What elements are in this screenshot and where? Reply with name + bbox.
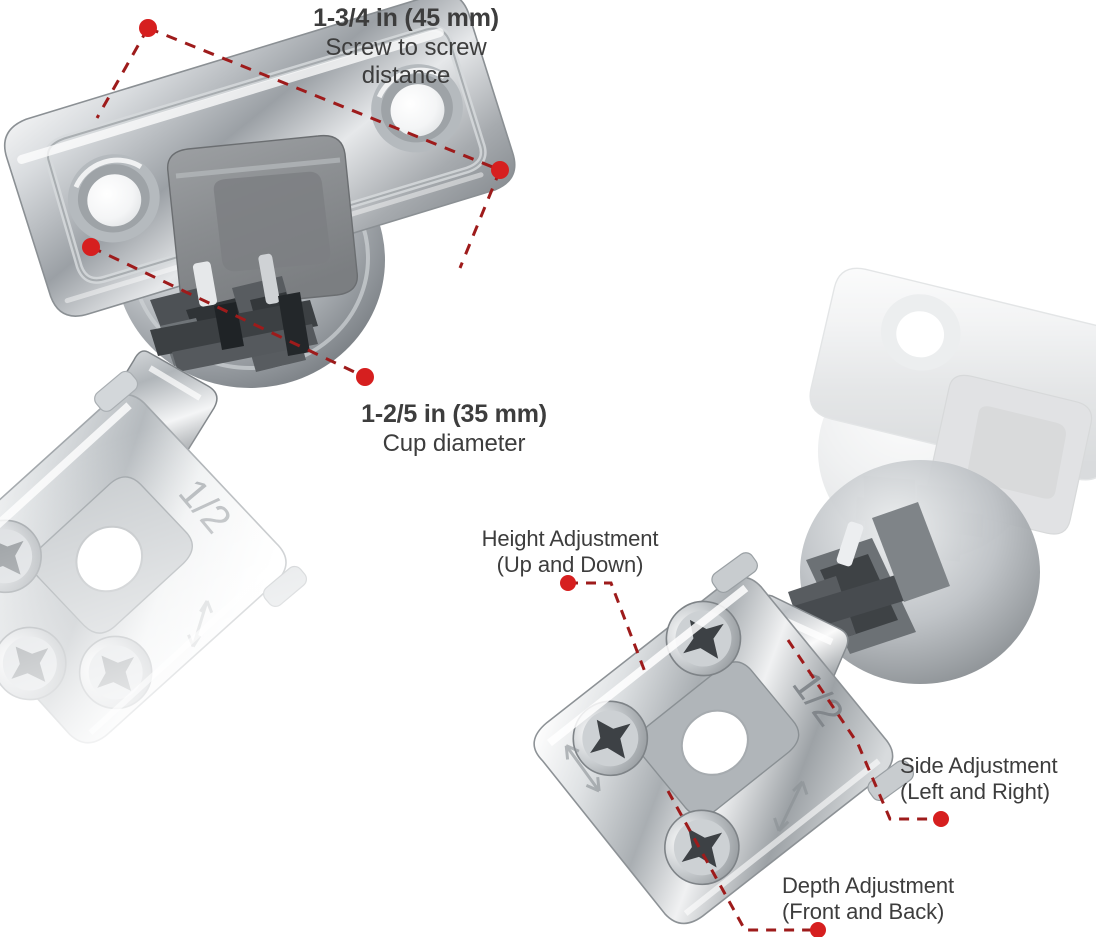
label-depth-adjustment: Depth Adjustment (Front and Back) xyxy=(782,873,972,925)
label-side-adjustment-line1: Side Adjustment xyxy=(900,753,1058,778)
screw-side-adjust xyxy=(665,600,742,677)
label-side-adjustment-line2: (Left and Right) xyxy=(900,778,1051,804)
label-cup-diameter-line2: Cup diameter xyxy=(382,429,526,457)
label-screw-to-screw-line2: Screw to screw xyxy=(325,33,487,61)
label-cup-diameter: 1-2/5 in (35 mm) Cup diameter xyxy=(334,400,574,458)
label-height-adjustment-line2: (Up and Down) xyxy=(496,551,644,577)
screw-hole-right-top xyxy=(880,294,961,371)
screw-hole-left xyxy=(67,154,160,243)
updown-arrow-emboss xyxy=(564,744,601,793)
label-screw-to-screw-line3: distance xyxy=(361,61,451,89)
label-depth-adjustment-line1: Depth Adjustment xyxy=(782,873,955,898)
label-screw-to-screw-line1: 1-3/4 in (45 mm) xyxy=(313,4,499,32)
hinge-bottom-left: 1/2 xyxy=(0,370,340,815)
label-depth-adjustment-line2: (Front and Back) xyxy=(782,898,945,924)
screw-height-adjust xyxy=(572,700,649,777)
label-cup-diameter-line1: 1-2/5 in (35 mm) xyxy=(361,400,547,428)
label-height-adjustment-line1: Height Adjustment xyxy=(481,526,659,551)
label-height-adjustment: Height Adjustment (Up and Down) xyxy=(470,526,670,578)
label-screw-to-screw: 1-3/4 in (45 mm) Screw to screw distance xyxy=(256,4,556,90)
label-side-adjustment: Side Adjustment (Left and Right) xyxy=(900,753,1090,805)
